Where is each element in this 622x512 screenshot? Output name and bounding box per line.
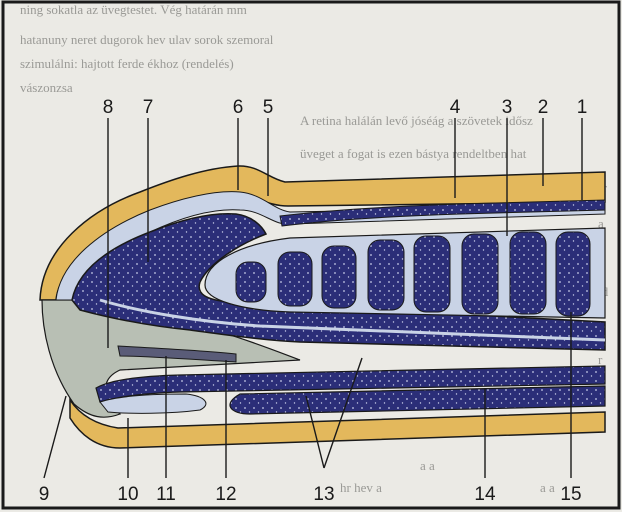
- label-1: 1: [577, 97, 588, 118]
- label-6: 6: [233, 97, 244, 118]
- bg-line-3: szimulálni: hajtott ferde ékhoz (rendelé…: [20, 56, 234, 71]
- bg-line-6: üveget a fogat is ezen bástya rendeltben…: [300, 146, 527, 161]
- label-3: 3: [502, 97, 513, 118]
- label-5: 5: [263, 97, 274, 118]
- bg-line-1: ning sokatla az üvegtestet. Vég határán …: [20, 2, 247, 17]
- label-8: 8: [103, 97, 114, 118]
- bg-line-13: a a: [420, 458, 435, 473]
- label-12: 12: [215, 484, 236, 505]
- label-13: 13: [313, 484, 334, 505]
- bg-line-12: r: [598, 352, 603, 367]
- bg-line-5: A retina halálán levő jóséág a szövetek …: [300, 113, 533, 128]
- bg-line-2: hatanuny neret dugorok hev ulav sorok sz…: [20, 32, 274, 47]
- label-4: 4: [450, 97, 461, 118]
- bg-line-14: hr hev a: [340, 480, 382, 495]
- label-11: 11: [156, 484, 176, 505]
- bg-line-4: vászonzsa: [20, 80, 73, 95]
- label-15: 15: [560, 484, 581, 505]
- label-9: 9: [39, 484, 50, 505]
- label-10: 10: [117, 484, 138, 505]
- label-2: 2: [538, 97, 549, 118]
- label-7: 7: [143, 97, 154, 118]
- label-14: 14: [474, 484, 496, 505]
- bg-line-15: a a: [540, 480, 555, 495]
